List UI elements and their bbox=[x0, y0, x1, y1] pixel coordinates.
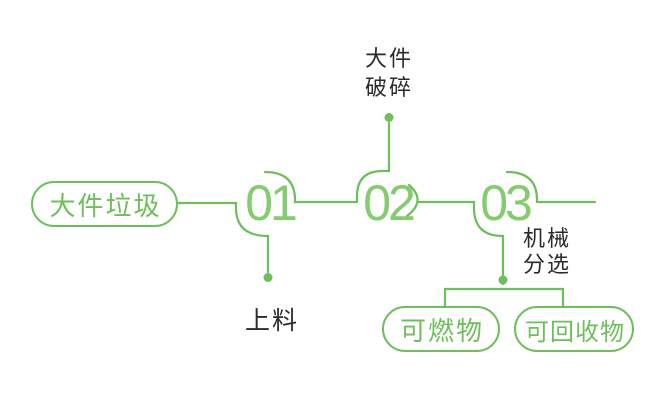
step-number-01: 01 bbox=[245, 175, 298, 231]
label-sorting-line1: 机械 bbox=[523, 226, 572, 251]
output-pill-combustible: 可燃物 bbox=[382, 306, 500, 352]
arc-step02-right bbox=[405, 183, 419, 218]
connector-step01-to-step02 bbox=[263, 170, 359, 204]
source-pill-bulky-waste: 大件垃圾 bbox=[31, 181, 178, 227]
source-pill-label: 大件垃圾 bbox=[49, 190, 162, 221]
connector-step02-to-step03 bbox=[417, 200, 505, 286]
label-mechanical-sorting: 机械 分选 bbox=[523, 226, 593, 278]
node-dot-crushing bbox=[384, 113, 394, 122]
connector-step02-to-crushing bbox=[355, 121, 391, 204]
label-sorting-line2: 分选 bbox=[523, 252, 572, 277]
connector-source-to-step01 bbox=[176, 201, 270, 274]
connector-step03-exit bbox=[505, 170, 597, 204]
step-number-02: 02 bbox=[363, 175, 416, 231]
connector-sorting-branch bbox=[443, 287, 565, 309]
output-pill-recyclable-label: 可回收物 bbox=[525, 318, 625, 346]
output-pill-combustible-label: 可燃物 bbox=[399, 315, 484, 346]
output-pill-recyclable: 可回收物 bbox=[514, 306, 634, 352]
label-loading: 上料 bbox=[244, 307, 299, 335]
label-crushing: 大件 破碎 bbox=[349, 44, 429, 102]
label-crushing-line1: 大件 bbox=[364, 46, 413, 71]
node-dot-sorting bbox=[498, 275, 508, 285]
label-crushing-line2: 破碎 bbox=[364, 75, 413, 100]
step-number-03: 03 bbox=[480, 175, 533, 231]
node-dot-loading bbox=[263, 273, 273, 282]
